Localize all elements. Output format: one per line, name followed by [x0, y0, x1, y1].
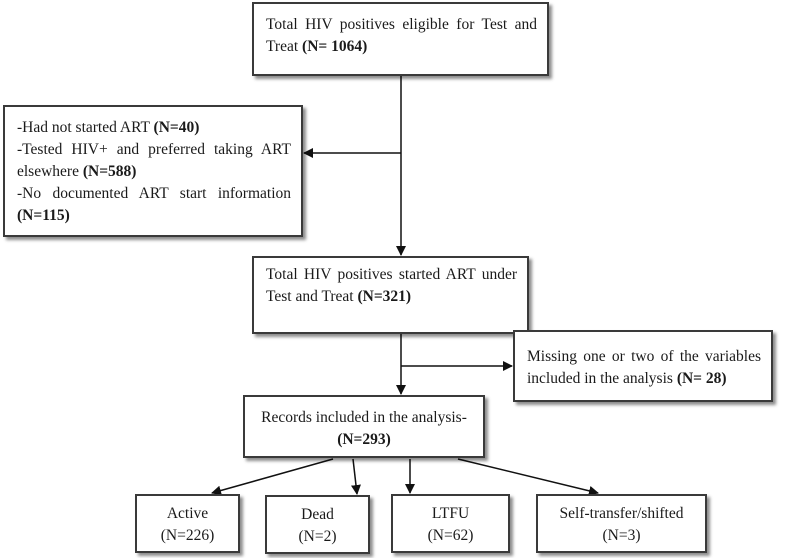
- excluded-box: -Had not started ART (N=40) -Tested HIV+…: [3, 105, 303, 237]
- total-eligible-box: Total HIV positives eligible for Test an…: [252, 2, 549, 76]
- records-included-box: Records included in the analysis- (N=293…: [243, 395, 485, 458]
- outcome-ltfu-label: LTFU: [431, 505, 470, 522]
- outcome-shifted-count: (N=3): [602, 527, 641, 544]
- excluded-item-not-started: -Had not started ART (N=40): [17, 119, 200, 136]
- arrow-to-active: [211, 458, 334, 496]
- started-art-box: Total HIV positives started ART under Te…: [252, 256, 529, 334]
- outcome-dead-box: Dead (N=2): [265, 495, 370, 554]
- outcome-dead-count: (N=2): [298, 528, 337, 545]
- excluded-item-elsewhere: -Tested HIV+ and preferred taking ART el…: [17, 141, 291, 180]
- started-art-text: Total HIV positives started ART under Te…: [266, 266, 517, 305]
- missing-variables-box: Missing one or two of the variables incl…: [513, 330, 773, 402]
- outcome-active-count: (N=226): [160, 527, 215, 544]
- arrow-to-shifted: [457, 458, 599, 496]
- missing-variables-text: Missing one or two of the variables incl…: [527, 348, 761, 387]
- outcome-ltfu-box: LTFU (N=62): [391, 494, 510, 553]
- missing-variables-count: (N= 28): [676, 370, 727, 387]
- outcome-dead-label: Dead: [301, 506, 334, 523]
- outcome-shifted-label: Self-transfer/shifted: [559, 505, 684, 522]
- excluded-item-no-documentation: -No documented ART start information (N=…: [17, 185, 291, 224]
- arrow-to-dead: [351, 458, 361, 495]
- outcome-shifted-box: Self-transfer/shifted (N=3): [536, 494, 707, 553]
- total-eligible-text: Total HIV positives eligible for Test an…: [266, 16, 537, 55]
- total-eligible-count: (N= 1064): [302, 38, 368, 55]
- started-art-count: (N=321): [357, 288, 412, 305]
- outcome-active-box: Active (N=226): [135, 494, 240, 553]
- records-included-text: Records included in the analysis-: [261, 409, 467, 426]
- outcome-ltfu-count: (N=62): [427, 527, 474, 544]
- records-included-count: (N=293): [337, 431, 391, 448]
- outcome-active-label: Active: [166, 505, 209, 522]
